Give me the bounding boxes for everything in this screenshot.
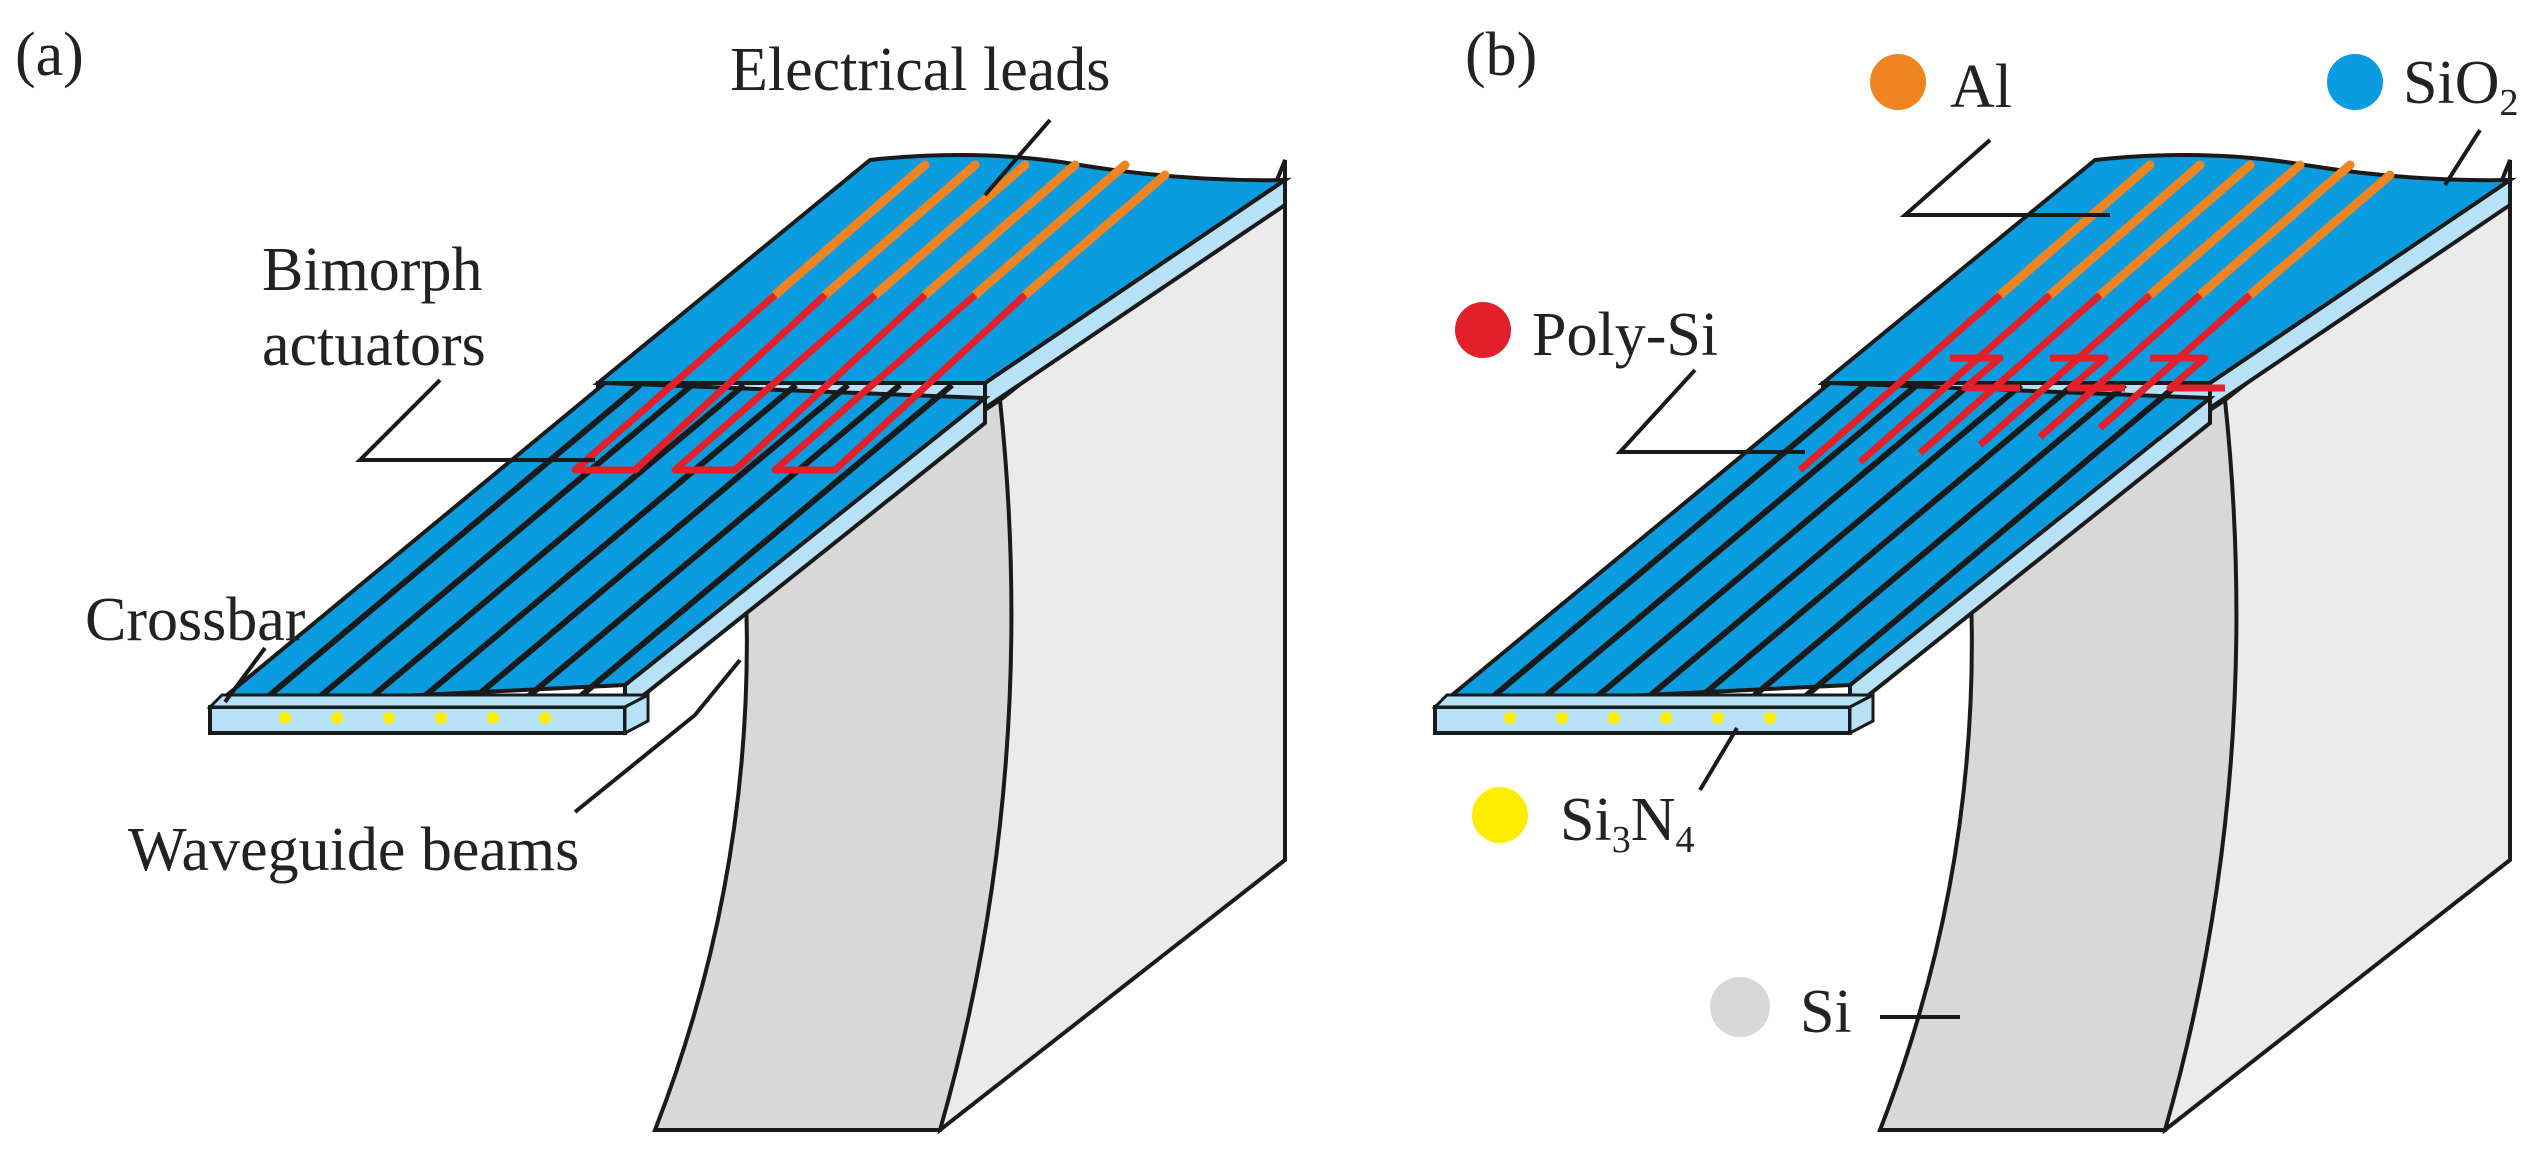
panel-a-tag: (a) <box>15 21 84 89</box>
leader-electrical-leads <box>983 118 1052 197</box>
legend-label-si3n4: Si3N4 <box>1560 786 1695 861</box>
crossbar-bar <box>208 705 627 735</box>
legend-label-si: Si <box>1800 978 1852 1046</box>
electrical-leads-al <box>770 160 1170 300</box>
crossbar-top <box>1431 693 1874 709</box>
pad-top <box>1817 153 2517 385</box>
legend-label-si3n4-sub3: 3 <box>1612 819 1631 861</box>
label-electrical-leads: Electrical leads <box>730 36 1110 104</box>
panel-b: (b) Al SiO2 Poly-Si Si3N4 Si <box>1431 21 2518 1135</box>
leader-crossbar <box>223 646 267 704</box>
leader-sio2 <box>2443 128 2482 187</box>
legend-swatch-polysi <box>1455 302 1511 358</box>
si-substrate <box>1877 159 2512 1135</box>
legend-swatch-sio2 <box>2327 54 2383 110</box>
bimorph-polysi-traces <box>571 292 1028 474</box>
legend-label-si3n4-sub4: 4 <box>1676 819 1695 861</box>
legend-label-sio2-main: SiO <box>2403 49 2499 117</box>
si-block-front <box>652 396 1014 1132</box>
legend-label-sio2-sub: 2 <box>2499 82 2518 124</box>
panel-b-tag: (b) <box>1465 21 1537 89</box>
si-substrate <box>652 159 1287 1135</box>
si3n4-waveguide-dots <box>1504 712 1776 724</box>
leader-al <box>1899 138 2110 217</box>
legend-label-polysi: Poly-Si <box>1532 301 1718 369</box>
beam-array <box>206 380 991 736</box>
crossbar-bar <box>1433 705 1852 735</box>
legend-swatch-si3n4 <box>1472 787 1528 843</box>
leader-si3n4 <box>1698 726 1739 792</box>
legend-label-al: Al <box>1950 53 2012 121</box>
label-waveguide-beams: Waveguide beams <box>128 816 579 884</box>
si3n4-waveguide-dots <box>279 712 551 724</box>
leader-polysi <box>1615 368 1805 454</box>
leader-waveguide-beams <box>573 658 742 814</box>
pad-top <box>592 153 1292 385</box>
beam-slots <box>1481 382 2179 708</box>
legend-label-sio2: SiO2 <box>2403 49 2518 124</box>
beam-slots <box>256 382 954 708</box>
legend-label-si3n4-si: Si <box>1560 786 1612 854</box>
electrical-leads-al <box>1995 160 2395 300</box>
leader-bimorph <box>355 378 595 462</box>
legend-swatch-al <box>1870 54 1926 110</box>
panel-a: (a) Electrical leads Bimorph actuators C… <box>15 21 1292 1135</box>
bimorph-polysi-traces <box>1797 292 2253 473</box>
label-bimorph-line1: Bimorph <box>262 236 482 304</box>
crossbar-top <box>206 693 649 709</box>
legend-label-si3n4-n: N <box>1631 786 1676 854</box>
legend-swatch-si <box>1710 977 1770 1037</box>
label-bimorph-line2: actuators <box>262 311 486 379</box>
crossbar-end <box>623 692 650 736</box>
beam-array <box>1431 380 2216 736</box>
label-crossbar: Crossbar <box>85 586 306 654</box>
crossbar-end <box>1848 692 1875 736</box>
si-block-front <box>1877 396 2239 1132</box>
